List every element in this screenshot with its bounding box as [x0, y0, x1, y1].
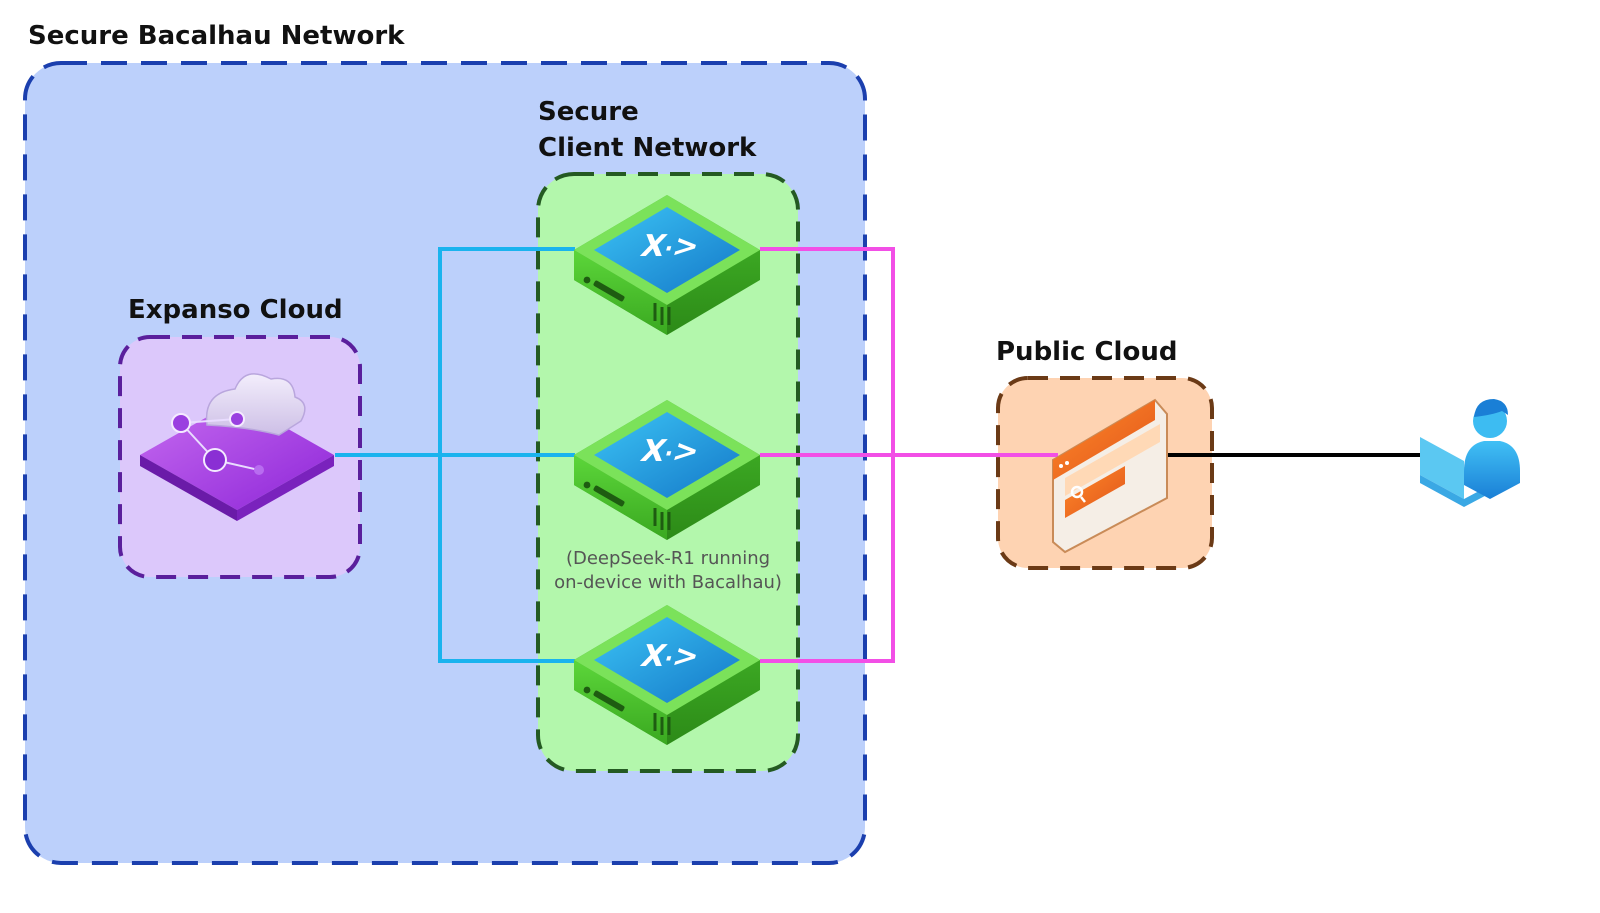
secure-bacalhau-network-title: Secure Bacalhau Network: [28, 21, 405, 51]
user-laptop-icon: [1420, 399, 1520, 507]
bacalhau-server-icon: X·>: [574, 195, 760, 335]
public-connections: [760, 247, 1058, 663]
browser-search-icon: [1052, 398, 1168, 554]
bacalhau-server-icon: X·>: [574, 605, 760, 745]
secure-client-network-title-line1: Secure: [538, 97, 639, 127]
secure-client-network-title-line2: Client Network: [538, 133, 757, 163]
bacalhau-server-icon: X·>: [574, 400, 760, 540]
orchestrator-connections: [335, 247, 575, 663]
node-1-to-node-3-bus: [438, 247, 575, 663]
node-caption-line1: (DeepSeek-R1 running: [565, 548, 771, 569]
expanso-cloud-title: Expanso Cloud: [128, 295, 343, 325]
node-caption-line2: on-device with Bacalhau): [554, 572, 782, 593]
expanso-cloud-icon: [140, 373, 334, 521]
public-cloud-title: Public Cloud: [996, 337, 1178, 367]
